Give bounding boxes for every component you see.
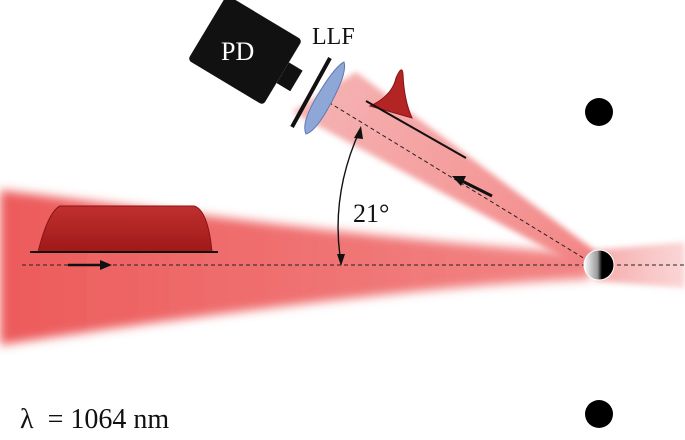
right-arrow-icon (68, 260, 112, 270)
angle-label: 21° (353, 199, 389, 228)
wavelength-label: λ = 1064 nm (20, 404, 169, 435)
photodiode (189, 0, 303, 104)
scattered-beam (292, 72, 598, 272)
angle-arc-head-bottom (337, 254, 345, 266)
filter-lens (304, 61, 346, 135)
incident-pulse-shape (37, 205, 213, 253)
scattered-pulse-baseline (365, 100, 467, 159)
reference-dot-top (585, 98, 613, 126)
angle-arc-head-top (354, 126, 363, 139)
photodiode-label: PD (221, 37, 254, 66)
left-arrow-icon (452, 176, 493, 198)
angle-arc (337, 129, 361, 264)
reference-dot-bottom (585, 400, 613, 428)
particle (583, 249, 615, 281)
filter-plate (290, 57, 332, 128)
scattered-pulse-shape (368, 69, 413, 119)
filter-label: LLF (312, 24, 355, 50)
